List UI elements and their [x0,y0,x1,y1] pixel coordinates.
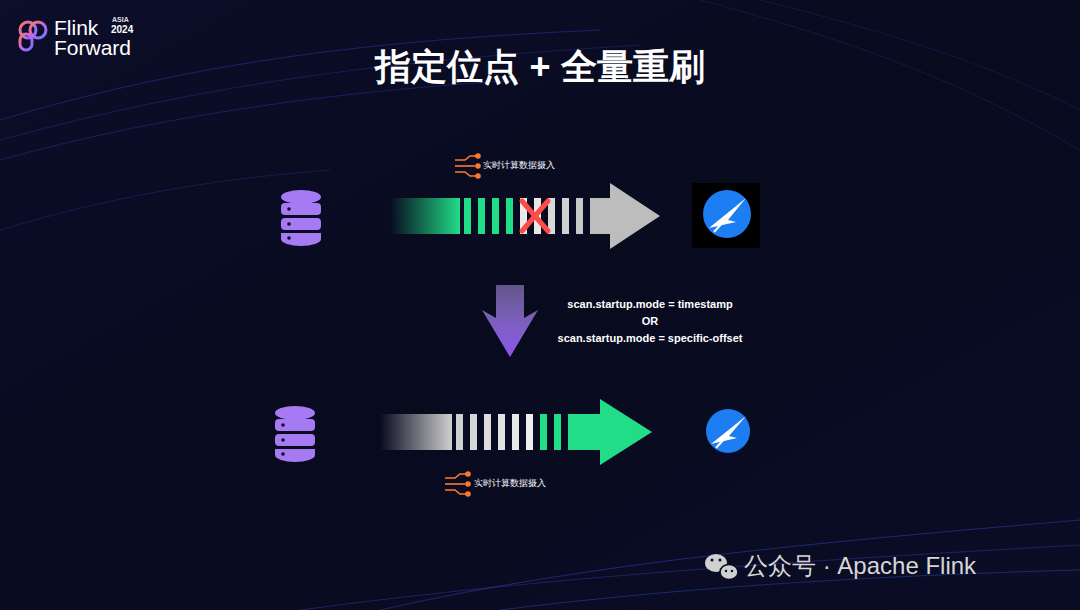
slide-title: 指定位点 + 全量重刷 [375,46,704,87]
config-option: scan.startup.mode = specific-offset [558,332,743,345]
stream-icon [445,472,470,496]
database-icon [281,190,321,246]
stream-icon [455,154,480,178]
down-arrow [482,285,538,357]
paimon-logo [706,409,750,453]
event-region: ASIA [112,16,129,24]
logo-mark [20,22,46,50]
ingest-arrow [390,183,660,249]
stop-cross [522,201,548,231]
reingest-arrow [380,399,652,465]
config-separator: OR [642,315,659,328]
brand-name: Forward [54,36,131,60]
wechat-icon [705,554,738,580]
event-year: 2024 [111,24,133,36]
paimon-logo [692,183,760,248]
watermark: 公众号 · Apache Flink [744,552,976,580]
database-icon [275,406,315,462]
config-option: scan.startup.mode = timestamp [567,298,732,311]
stream-label: 实时计算数据摄入 [474,478,546,488]
stream-label: 实时计算数据摄入 [483,160,555,170]
